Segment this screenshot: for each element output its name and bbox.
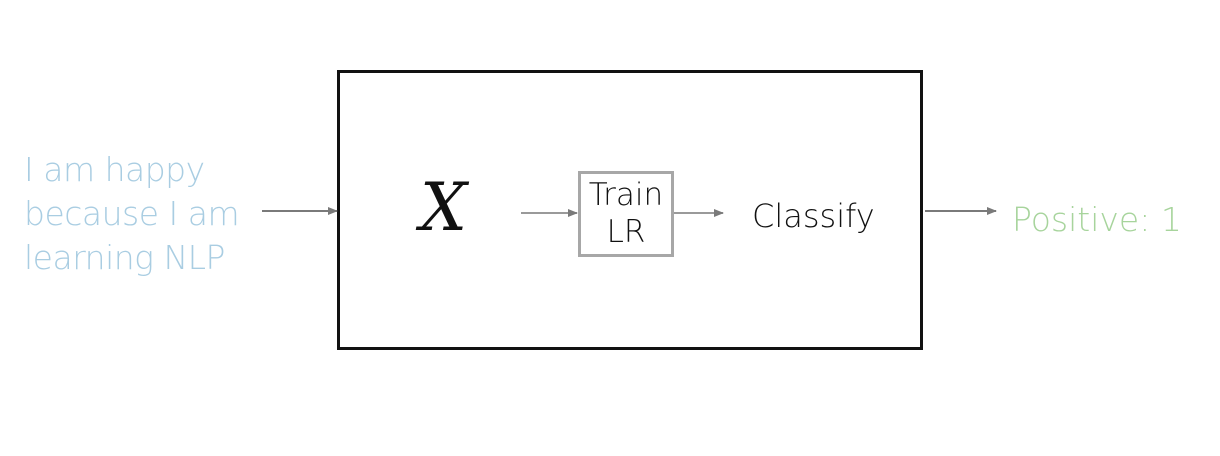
feature-matrix-symbol: X xyxy=(420,169,467,246)
classify-label: Classify xyxy=(752,197,875,235)
input-line: because I am xyxy=(24,194,240,233)
model-box xyxy=(337,70,923,350)
input-line: I am happy xyxy=(24,150,205,189)
train-lr-box: Train LR xyxy=(578,171,674,257)
train-label-line: Train xyxy=(588,177,664,213)
train-label-line: LR xyxy=(606,214,646,250)
output-label: Positive: 1 xyxy=(1012,200,1182,239)
input-line: learning NLP xyxy=(24,238,225,277)
input-sentence: I am happy because I am learning NLP xyxy=(24,148,254,280)
